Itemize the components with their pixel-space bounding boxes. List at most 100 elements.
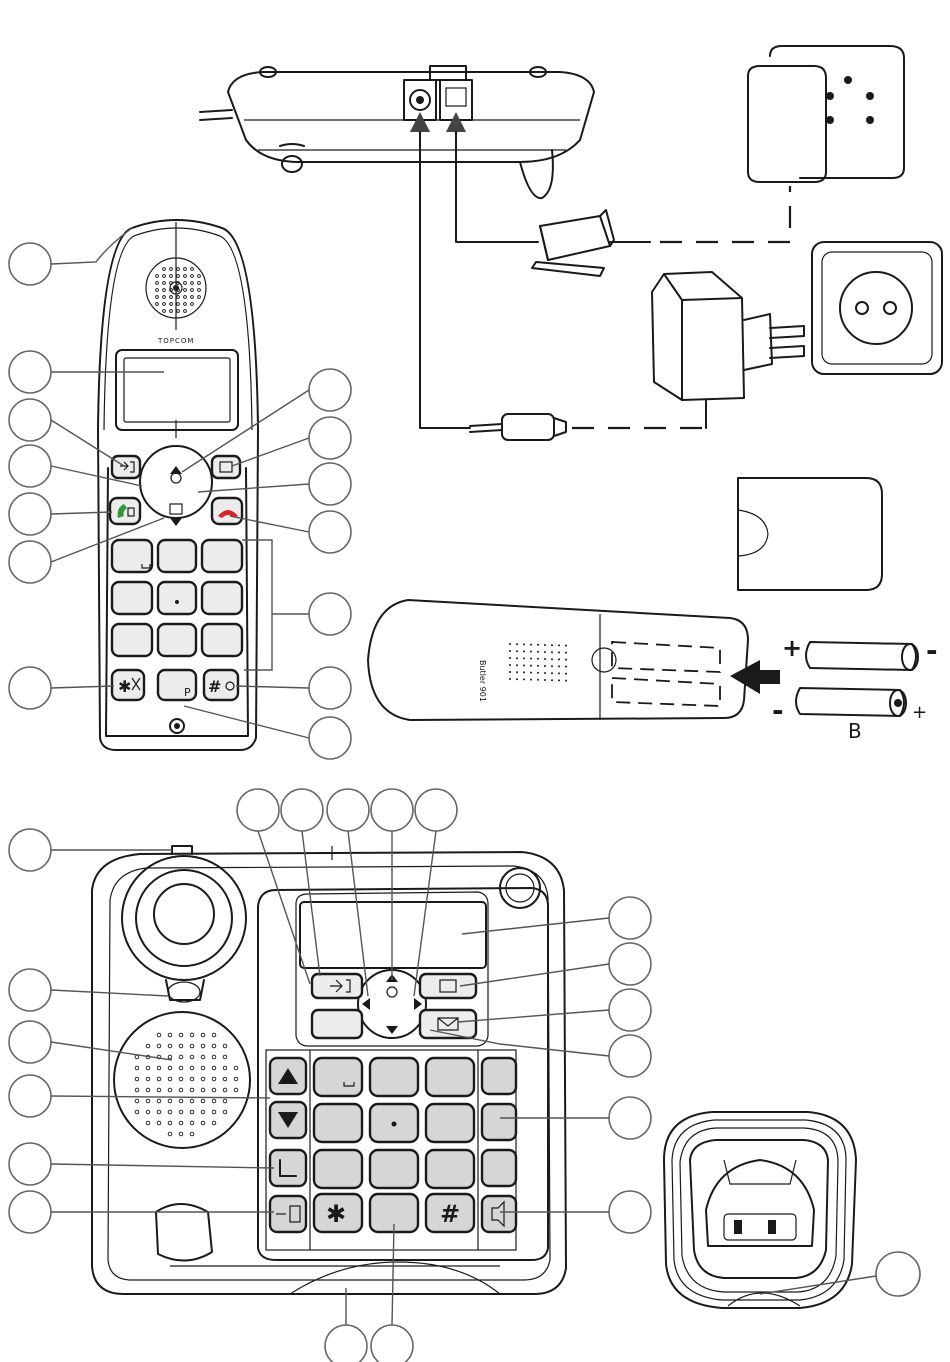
base-key-8[interactable] <box>370 1150 418 1188</box>
speaker-hole <box>191 275 194 278</box>
base-speaker-key[interactable] <box>482 1196 516 1232</box>
speaker-hole <box>223 1055 227 1059</box>
base-intercom-key[interactable] <box>270 1196 306 1232</box>
speaker-hole <box>234 1077 238 1081</box>
speaker-hole <box>516 657 518 659</box>
speaker-hole <box>544 651 546 653</box>
speaker-hole <box>177 303 180 306</box>
speaker-hole <box>558 672 560 674</box>
speaker-hole <box>516 671 518 673</box>
key-1[interactable] <box>112 540 152 572</box>
speaker-hole <box>223 1077 227 1081</box>
speaker-hole <box>509 671 511 673</box>
menu-key[interactable] <box>112 456 140 478</box>
speaker-hole <box>191 296 194 299</box>
speaker-hole <box>234 1066 238 1070</box>
base-key-4[interactable] <box>314 1104 362 1142</box>
speaker-hole <box>163 289 166 292</box>
base-key-7[interactable] <box>314 1150 362 1188</box>
speaker-hole <box>179 1055 183 1059</box>
speaker-hole <box>212 1099 216 1103</box>
speaker-hole <box>184 289 187 292</box>
speaker-hole <box>190 1077 194 1081</box>
speaker-hole <box>184 275 187 278</box>
speaker-hole <box>179 1132 183 1136</box>
speaker-hole <box>201 1077 205 1081</box>
speaker-hole <box>163 310 166 313</box>
speaker-hole <box>157 1099 161 1103</box>
speaker-hole <box>516 678 518 680</box>
insert-arrow <box>730 660 780 694</box>
nav-ring[interactable] <box>140 446 212 518</box>
speaker-hole <box>163 282 166 285</box>
key-3[interactable] <box>202 540 242 572</box>
key-7[interactable] <box>112 624 152 656</box>
speaker-hole <box>190 1132 194 1136</box>
speaker-hole <box>156 303 159 306</box>
speaker-hole <box>537 644 539 646</box>
battery-plus-bottom: + <box>912 702 927 723</box>
key-2[interactable] <box>158 540 196 572</box>
base-hash-label: # <box>440 1200 460 1228</box>
base-key-9[interactable] <box>426 1150 474 1188</box>
key-6[interactable] <box>202 582 242 614</box>
speaker-hole <box>135 1055 139 1059</box>
speaker-hole <box>168 1033 172 1037</box>
speaker-hole <box>523 671 525 673</box>
base-side-key-2[interactable] <box>482 1104 516 1140</box>
speaker-hole <box>135 1110 139 1114</box>
phonebook-key[interactable] <box>212 456 240 478</box>
speaker-hole <box>177 296 180 299</box>
speaker-hole <box>201 1055 205 1059</box>
redial-icon <box>171 473 181 483</box>
base-side-key-1[interactable] <box>482 1058 516 1094</box>
power-wall-socket <box>812 242 942 374</box>
speaker-hole <box>565 673 567 675</box>
speaker-hole <box>516 650 518 652</box>
speaker-hole <box>146 1077 150 1081</box>
speaker-hole <box>551 658 553 660</box>
key-9[interactable] <box>202 624 242 656</box>
speaker-hole <box>565 645 567 647</box>
speaker-hole <box>157 1044 161 1048</box>
battery-minus-top: - <box>926 634 938 667</box>
speaker-hole <box>168 1066 172 1070</box>
base-redial-key[interactable] <box>270 1150 306 1186</box>
base-key-2[interactable] <box>370 1058 418 1096</box>
speaker-grid-back <box>509 643 567 682</box>
base-key-6[interactable] <box>426 1104 474 1142</box>
speaker-hole <box>551 672 553 674</box>
key-5[interactable] <box>158 582 196 614</box>
speaker-hole <box>146 1099 150 1103</box>
key-4[interactable] <box>112 582 152 614</box>
speaker-hole <box>201 1033 205 1037</box>
talk-key[interactable] <box>110 498 140 524</box>
speaker-hole <box>537 651 539 653</box>
base-phonebook-key[interactable] <box>420 974 476 998</box>
speaker-hole <box>157 1066 161 1070</box>
nav-down-icon[interactable] <box>170 518 182 526</box>
base-key-3[interactable] <box>426 1058 474 1096</box>
key-8[interactable] <box>158 624 196 656</box>
base-blank-key[interactable] <box>312 1010 362 1038</box>
speaker-hole <box>537 665 539 667</box>
speaker-hole <box>170 296 173 299</box>
speaker-hole <box>558 644 560 646</box>
speaker-hole <box>135 1066 139 1070</box>
base-key-1[interactable] <box>314 1058 362 1096</box>
speaker-hole <box>201 1110 205 1114</box>
speaker-hole <box>168 1132 172 1136</box>
speaker-hole <box>537 672 539 674</box>
speaker-hole <box>565 659 567 661</box>
speaker-hole <box>190 1099 194 1103</box>
connection-arrows <box>410 112 538 428</box>
base-side-key-3[interactable] <box>482 1150 516 1186</box>
speaker-hole <box>558 651 560 653</box>
speaker-hole <box>551 644 553 646</box>
speaker-hole <box>544 665 546 667</box>
speaker-hole <box>191 282 194 285</box>
speaker-hole <box>179 1033 183 1037</box>
speaker-hole <box>551 665 553 667</box>
speaker-hole <box>223 1044 227 1048</box>
